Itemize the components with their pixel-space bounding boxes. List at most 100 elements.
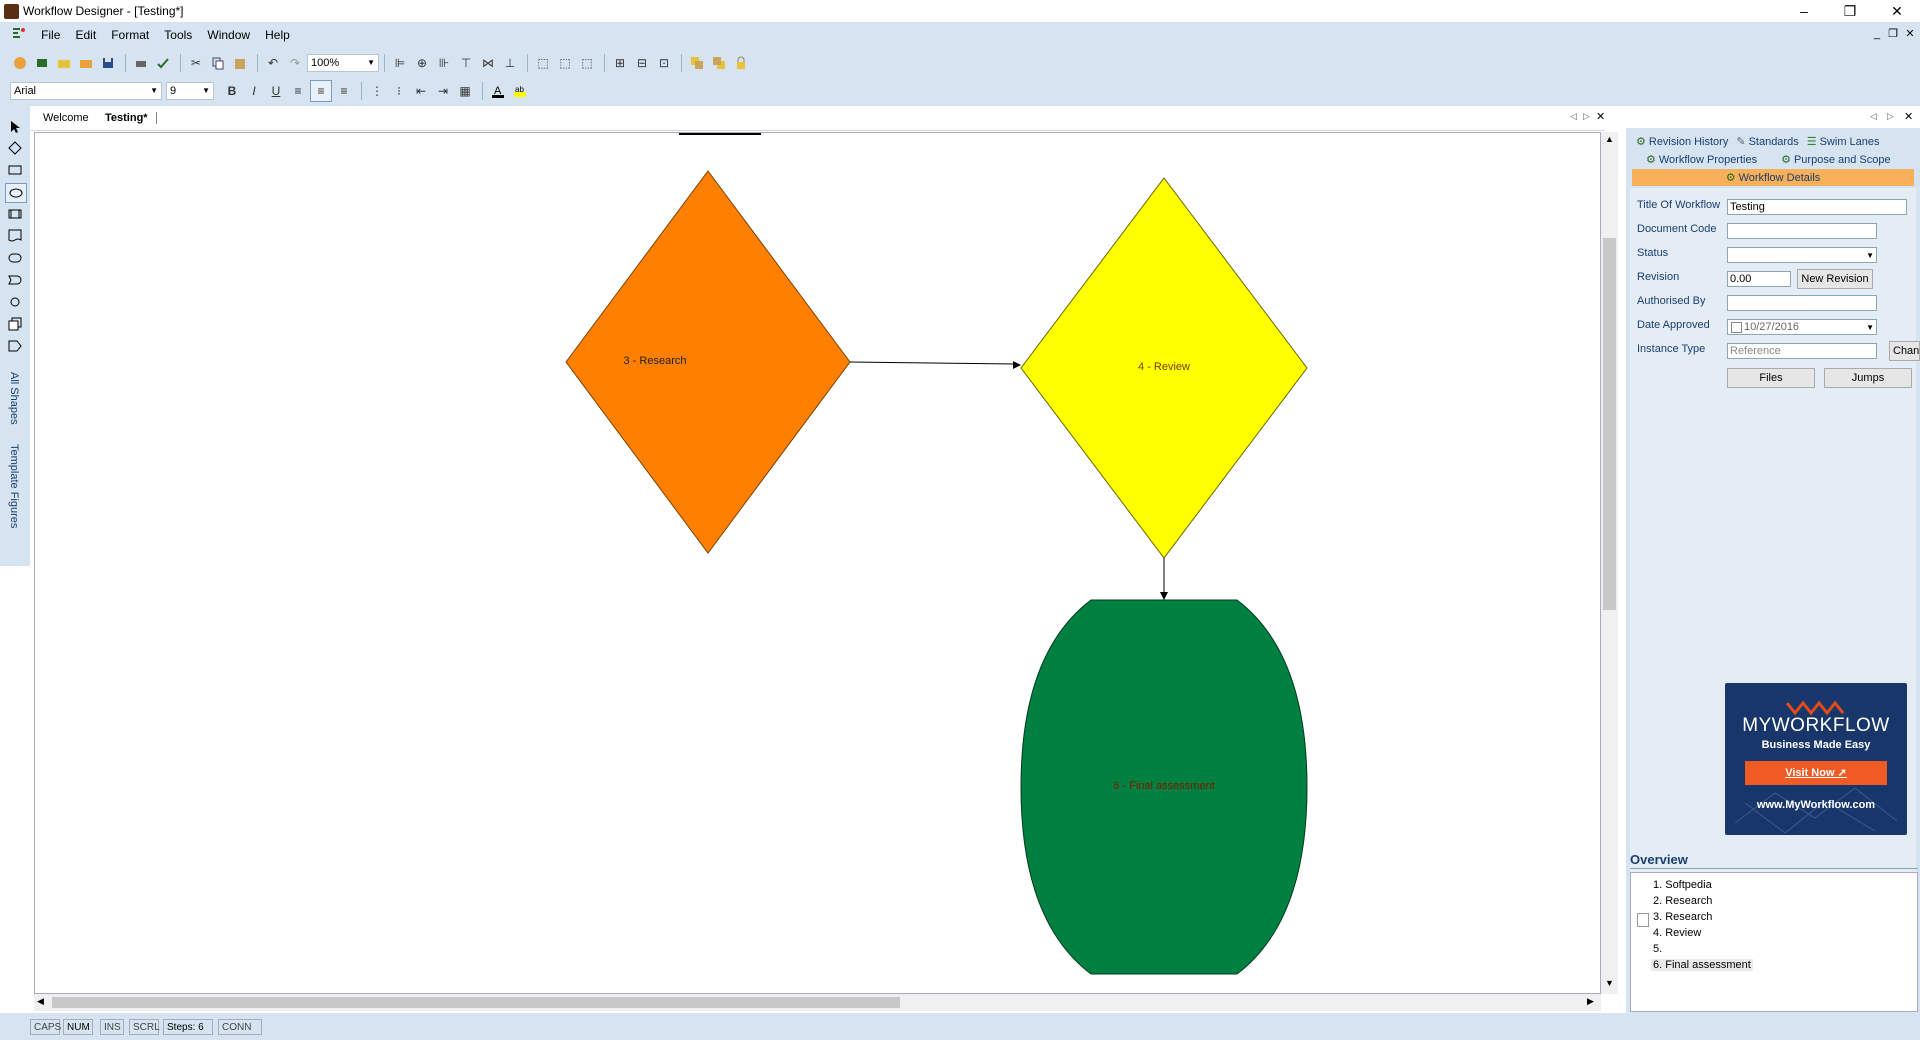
highlight-icon[interactable]: ab — [510, 81, 530, 101]
final-assessment-shape[interactable] — [1020, 599, 1308, 975]
align-middle-icon[interactable]: ⋈ — [482, 56, 494, 70]
jumps-button[interactable]: Jumps — [1824, 368, 1912, 388]
tab-scroll-right-icon[interactable]: ▷ — [1583, 111, 1590, 121]
panel-expand-icon[interactable]: ▷ — [1887, 111, 1894, 121]
tab-revision-history[interactable]: ⚙Revision History — [1632, 134, 1732, 149]
overview-item[interactable]: 3. Research — [1653, 911, 1713, 923]
revision-field[interactable]: 0.00 — [1727, 271, 1791, 287]
multi-document-shape-icon[interactable] — [5, 315, 25, 333]
ungroup-icon[interactable]: ⊟ — [636, 56, 648, 70]
horizontal-scrollbar[interactable]: ◀ ▶ — [34, 994, 1601, 1011]
tab-close-icon[interactable]: ✕ — [1596, 111, 1606, 123]
change-button[interactable]: Chan — [1889, 341, 1920, 361]
print-icon[interactable] — [131, 53, 151, 73]
indent-icon[interactable]: ⇥ — [437, 84, 449, 98]
align-center-icon[interactable]: ⊕ — [416, 56, 428, 70]
off-page-shape-icon[interactable] — [5, 337, 25, 355]
same-size-icon[interactable]: ⬚ — [581, 56, 593, 70]
close-button[interactable]: ✕ — [1891, 3, 1903, 19]
myworkflow-ad[interactable]: MYWORKFLOW Business Made Easy Visit Now … — [1725, 683, 1907, 835]
numbered-list-icon[interactable]: ⋮ — [371, 84, 383, 98]
font-color-icon[interactable]: A — [488, 81, 508, 101]
status-select[interactable]: ▼ — [1727, 247, 1877, 263]
circle-shape-icon[interactable] — [5, 293, 25, 311]
minimize-button[interactable]: – — [1800, 3, 1808, 19]
new-workflow-icon[interactable] — [32, 53, 52, 73]
vertical-scroll-thumb[interactable] — [1603, 238, 1616, 610]
rectangle-shape-icon[interactable] — [5, 161, 25, 179]
ellipse-shape-icon[interactable] — [5, 183, 27, 203]
menu-help[interactable]: Help — [265, 28, 290, 42]
pointer-icon[interactable] — [5, 118, 25, 136]
cut-icon[interactable]: ✂ — [190, 56, 202, 70]
space-icon[interactable]: ⊡ — [658, 56, 670, 70]
scroll-down-icon[interactable]: ▼ — [1605, 978, 1614, 988]
document-shape-icon[interactable] — [5, 227, 25, 245]
menu-format[interactable]: Format — [111, 28, 150, 42]
mdi-restore-icon[interactable]: ❐ — [1888, 28, 1898, 40]
connector-research-review[interactable] — [849, 361, 1016, 365]
menu-edit[interactable]: Edit — [75, 28, 97, 42]
files-button[interactable]: Files — [1727, 368, 1815, 388]
redo-icon[interactable]: ↷ — [289, 56, 301, 70]
copy-icon[interactable] — [208, 53, 228, 73]
align-top-icon[interactable]: ⊤ — [460, 56, 472, 70]
bring-front-icon[interactable] — [687, 53, 707, 73]
overview-item[interactable]: 2. Research — [1653, 895, 1713, 907]
overview-item-checkbox[interactable] — [1637, 913, 1649, 927]
scroll-up-icon[interactable]: ▲ — [1605, 134, 1614, 144]
research-diamond[interactable] — [565, 170, 851, 554]
same-width-icon[interactable]: ⬚ — [537, 56, 549, 70]
lock-icon[interactable] — [731, 53, 751, 73]
mdi-minimize-icon[interactable]: _ — [1873, 28, 1881, 40]
tab-workflow-details[interactable]: ⚙Workflow Details — [1632, 169, 1914, 186]
date-checkbox[interactable] — [1731, 322, 1742, 333]
font-size-select[interactable]: 9 ▼ — [166, 82, 214, 100]
save-icon[interactable] — [98, 53, 118, 73]
date-approved-field[interactable]: 10/27/2016 ▼ — [1727, 319, 1877, 335]
workflow-canvas[interactable]: 3 - Research 4 - Review 6 - Final assess… — [34, 132, 1601, 994]
italic-button[interactable]: I — [252, 84, 256, 98]
document-code-field[interactable] — [1727, 223, 1877, 239]
align-right-icon[interactable]: ⊪ — [438, 56, 450, 70]
overview-item[interactable]: 1. Softpedia — [1653, 879, 1712, 891]
spellcheck-icon[interactable] — [153, 53, 173, 73]
open-folder-icon[interactable] — [76, 53, 96, 73]
group-icon[interactable]: ⊞ — [614, 56, 626, 70]
delay-shape-icon[interactable] — [5, 271, 25, 289]
scroll-left-icon[interactable]: ◀ — [37, 996, 44, 1006]
overview-item[interactable]: 5. — [1653, 943, 1663, 955]
tab-workflow-properties[interactable]: ⚙Workflow Properties — [1642, 152, 1761, 167]
overview-item[interactable]: 4. Review — [1653, 927, 1702, 939]
bullet-list-icon[interactable]: ⁝ — [397, 84, 401, 98]
mdi-close-icon[interactable]: ✕ — [1905, 28, 1915, 40]
overview-list[interactable]: 1. Softpedia 2. Research 3. Research 4. … — [1630, 872, 1918, 1012]
horizontal-scroll-thumb[interactable] — [52, 997, 900, 1008]
scroll-right-icon[interactable]: ▶ — [1587, 996, 1594, 1006]
tab-swim-lanes[interactable]: ☰Swim Lanes — [1803, 134, 1884, 149]
text-align-right-icon[interactable]: ≡ — [340, 84, 348, 98]
outdent-icon[interactable]: ⇤ — [415, 84, 427, 98]
tab-testing[interactable]: Testing* — [97, 112, 157, 124]
paste-icon[interactable] — [230, 53, 250, 73]
terminator-shape-icon[interactable] — [5, 249, 25, 267]
menu-window[interactable]: Window — [207, 28, 251, 42]
panel-close-icon[interactable]: ✕ — [1904, 111, 1914, 123]
new-revision-button[interactable]: New Revision — [1797, 269, 1873, 289]
open-icon[interactable] — [54, 53, 74, 73]
font-select[interactable]: Arial ▼ — [10, 82, 162, 100]
text-align-center-icon[interactable]: ≡ — [310, 80, 332, 102]
undo-icon[interactable]: ↶ — [267, 56, 279, 70]
process-shape-icon[interactable] — [5, 205, 25, 223]
underline-button[interactable]: U — [271, 84, 281, 98]
authorised-by-field[interactable] — [1727, 295, 1877, 311]
text-align-left-icon[interactable]: ≡ — [294, 84, 302, 98]
panel-pin-icon[interactable]: ◁ — [1870, 111, 1877, 121]
bold-button[interactable]: B — [227, 84, 237, 98]
align-bottom-icon[interactable]: ⊥ — [504, 56, 516, 70]
new-icon[interactable] — [10, 53, 30, 73]
tab-welcome[interactable]: Welcome — [43, 112, 89, 124]
title-field[interactable]: Testing — [1727, 199, 1907, 215]
restore-button[interactable]: ❐ — [1843, 3, 1857, 19]
tab-standards[interactable]: ✎Standards — [1732, 134, 1802, 149]
